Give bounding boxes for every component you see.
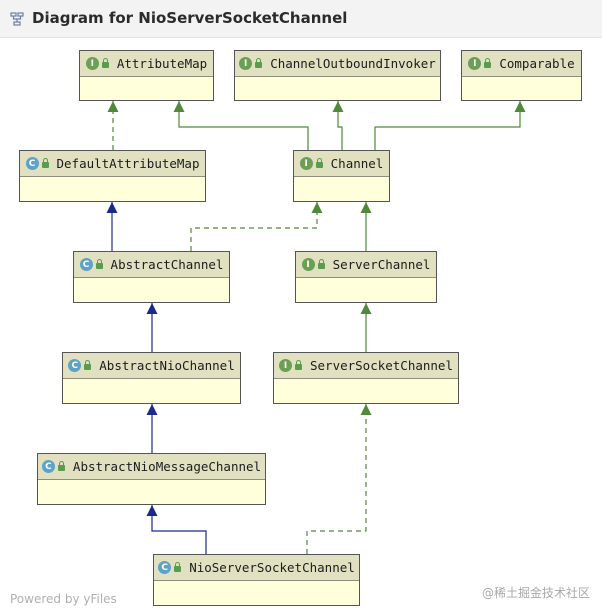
class-icon: C: [41, 460, 55, 473]
public-lock-icon: [484, 58, 492, 68]
class-icon: C: [158, 561, 172, 574]
node-header: C DefaultAttributeMap: [20, 151, 205, 177]
diagram-icon: [10, 12, 24, 26]
node-header: C AbstractNioChannel: [63, 353, 240, 379]
edge-nioserversocketchannel-serversocketchannel: [306, 404, 372, 554]
class-icon: C: [25, 157, 39, 170]
node-label: DefaultAttributeMap: [56, 156, 200, 171]
node-channel[interactable]: I Channel: [293, 150, 390, 202]
node-header: C AbstractChannel: [74, 252, 229, 278]
public-lock-icon: [84, 360, 92, 370]
node-nioserversocketchannel[interactable]: C NioServerSocketChannel: [153, 554, 360, 606]
node-comparable[interactable]: I Comparable: [461, 50, 582, 101]
node-label: AbstractChannel: [110, 257, 224, 272]
public-lock-icon: [41, 158, 49, 168]
diagram-title: Diagram for NioServerSocketChannel: [32, 9, 348, 27]
node-channeloutboundinvoker[interactable]: I ChannelOutboundInvoker: [234, 50, 441, 101]
node-label: AbstractNioMessageChannel: [72, 459, 262, 474]
node-header: I Channel: [294, 151, 389, 177]
node-abstractniomessagechannel[interactable]: C AbstractNioMessageChannel: [37, 453, 266, 505]
node-label: AttributeMap: [116, 56, 208, 71]
interface-icon: I: [299, 157, 313, 170]
node-header: C AbstractNioMessageChannel: [38, 454, 265, 480]
node-label: Comparable: [499, 56, 575, 71]
node-label: ServerSocketChannel: [310, 358, 453, 373]
public-lock-icon: [295, 360, 302, 370]
node-label: Channel: [330, 156, 384, 171]
public-lock-icon: [174, 562, 182, 572]
interface-icon: I: [468, 57, 482, 70]
node-abstractniochannel[interactable]: C AbstractNioChannel: [62, 352, 241, 404]
edge-abstractchannel-channel: [190, 202, 323, 251]
public-lock-icon: [317, 259, 325, 269]
interface-icon: I: [279, 359, 292, 372]
node-label: AbstractNioChannel: [99, 358, 235, 373]
node-header: I ServerChannel: [296, 252, 436, 278]
class-icon: C: [79, 258, 93, 271]
interface-icon: I: [85, 57, 99, 70]
node-abstractchannel[interactable]: C AbstractChannel: [73, 251, 230, 303]
watermark-text: @稀土掘金技术社区: [481, 586, 590, 600]
node-attributemap[interactable]: I AttributeMap: [79, 50, 214, 101]
class-icon: C: [68, 359, 82, 372]
interface-icon: I: [301, 258, 315, 271]
node-defaultattributemap[interactable]: C DefaultAttributeMap: [19, 150, 206, 202]
node-label: ChannelOutboundInvoker: [270, 56, 436, 71]
node-label: NioServerSocketChannel: [189, 560, 355, 575]
edge-channel-channeloutboundinvoker: [332, 101, 344, 150]
node-header: I AttributeMap: [80, 51, 213, 77]
public-lock-icon: [101, 58, 109, 68]
public-lock-icon: [255, 58, 263, 68]
node-header: I ChannelOutboundInvoker: [235, 51, 440, 77]
public-lock-icon: [315, 158, 323, 168]
edge-channel-comparable: [374, 101, 526, 150]
node-serversocketchannel[interactable]: I ServerSocketChannel: [273, 352, 459, 404]
node-header: I ServerSocketChannel: [274, 353, 458, 379]
edge-nioserversocketchannel-abstractniomessagechannel: [146, 505, 207, 554]
node-header: I Comparable: [462, 51, 581, 77]
interface-icon: I: [239, 57, 253, 70]
public-lock-icon: [57, 461, 65, 471]
node-header: C NioServerSocketChannel: [154, 555, 359, 581]
node-serverchannel[interactable]: I ServerChannel: [295, 251, 437, 303]
powered-by-text: Powered by yFiles: [10, 592, 117, 606]
node-label: ServerChannel: [332, 257, 431, 272]
public-lock-icon: [95, 259, 103, 269]
diagram-title-bar: Diagram for NioServerSocketChannel: [0, 0, 602, 38]
edge-channel-attributemap: [173, 101, 309, 150]
